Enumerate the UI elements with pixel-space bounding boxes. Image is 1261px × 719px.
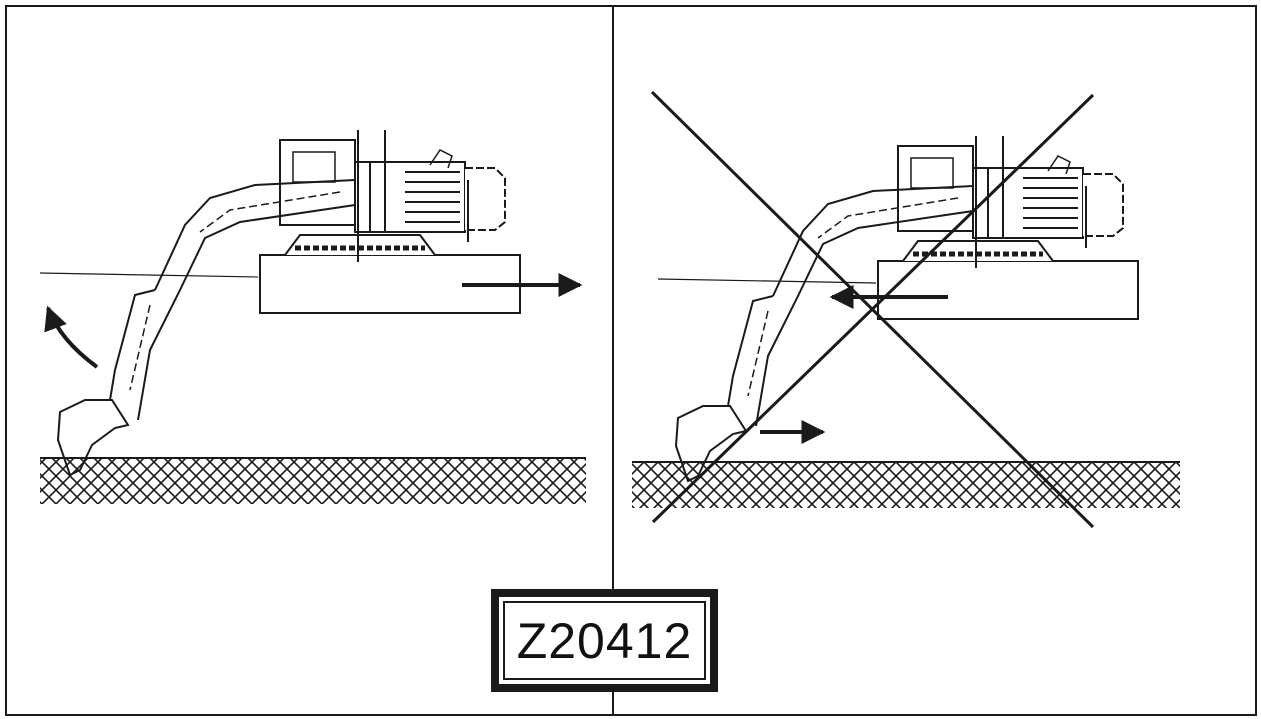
panel-incorrect xyxy=(632,90,1180,529)
ground-hatch-left xyxy=(40,458,586,504)
figure-code-box: Z20412 xyxy=(491,589,718,692)
figure-code: Z20412 xyxy=(516,612,693,669)
panel-correct xyxy=(40,130,586,504)
ground-hatch-right xyxy=(632,462,1180,508)
outer-border xyxy=(5,5,1257,716)
excavator-left xyxy=(40,130,520,475)
excavator-right xyxy=(658,136,1138,481)
boom-lift-arrow xyxy=(44,305,99,369)
cross-line-2 xyxy=(651,93,1095,524)
